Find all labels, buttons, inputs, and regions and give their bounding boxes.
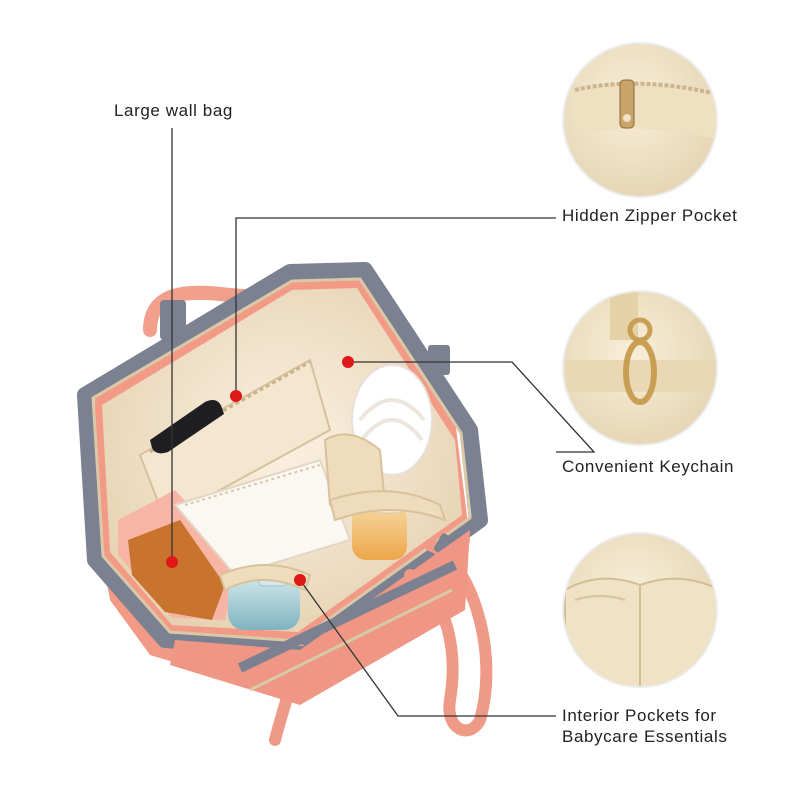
diaper-bag [77,262,493,746]
zipper-frame [77,262,488,658]
label-convenient-keychain: Convenient Keychain [562,457,735,476]
brown-cloth [128,520,225,620]
leader-lines [171,128,596,717]
leader-hidden-zipper [235,217,556,396]
label-large-wall-bag: Large wall bag [114,101,233,120]
marker-large-wall-bag [166,556,178,568]
label-interior-pockets-line1: Interior Pockets for [562,706,717,725]
leader-interior-pockets [299,579,556,717]
red-markers [166,356,354,586]
center-pocket [173,458,352,577]
marker-keychain [342,356,354,368]
marker-hidden-zipper [230,390,242,402]
detail-circle-pockets [562,532,718,688]
detail-circle-keychain [562,290,718,446]
detail-circle-zipper [562,42,718,198]
label-interior-pockets-line2: Babycare Essentials [562,727,728,746]
marker-interior-pockets [294,574,306,586]
phone [150,400,224,454]
back-wall-pocket [138,358,332,522]
label-hidden-zipper-pocket: Hidden Zipper Pocket [562,206,738,225]
back-handle [143,285,297,337]
leader-keychain [348,361,596,453]
